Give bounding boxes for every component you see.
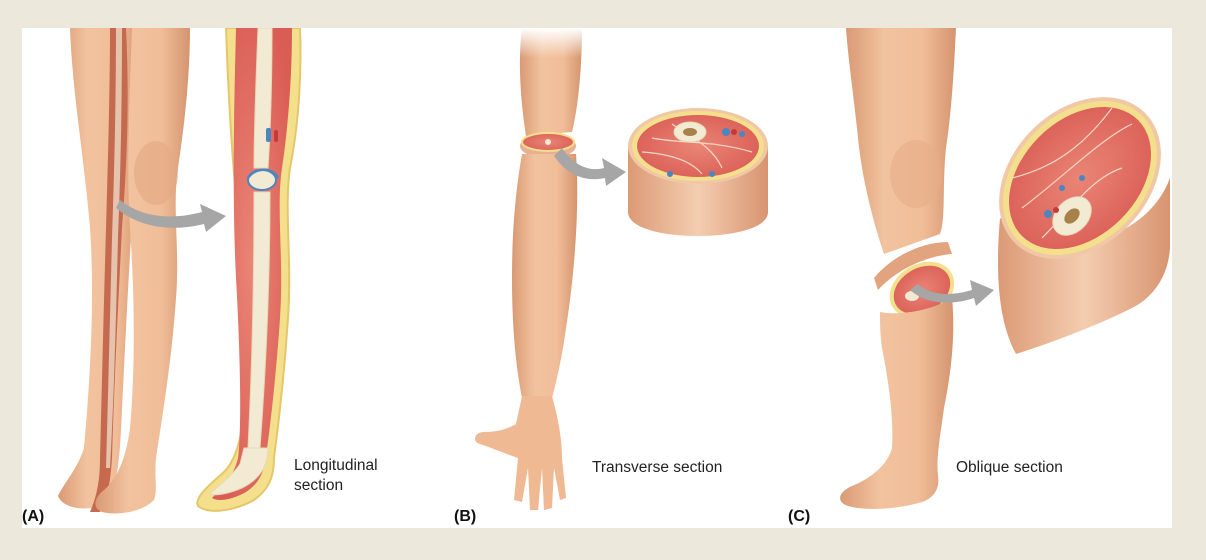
panel-c-artwork xyxy=(840,28,1170,509)
panel-a-caption: Longitudinal section xyxy=(294,456,378,496)
vessel-c3 xyxy=(1059,185,1065,191)
blue-vessel-a xyxy=(266,128,271,142)
arrow-b xyxy=(554,148,626,186)
vessel-b5 xyxy=(709,171,715,177)
arm-slice-bone xyxy=(545,139,551,145)
femur-bone xyxy=(253,28,273,169)
panel-b-letter: (B) xyxy=(454,508,477,525)
thigh xyxy=(846,28,956,254)
knee-c xyxy=(890,140,942,208)
hand xyxy=(475,396,566,510)
panel-c-letter: (C) xyxy=(788,508,811,525)
marrow-c xyxy=(1064,208,1080,224)
panel-a-caption-line2: section xyxy=(294,477,344,494)
upper-arm-fade xyxy=(512,28,592,58)
forearm xyxy=(512,154,578,398)
panel-a-letter: (A) xyxy=(22,508,45,525)
panel-a-artwork xyxy=(58,28,302,514)
sectioned-leg-muscle xyxy=(212,28,292,500)
vessel-c2 xyxy=(1053,207,1059,213)
panel-c-caption: Oblique section xyxy=(956,459,1063,476)
vessel-c1 xyxy=(1044,210,1052,218)
oblique-block-side xyxy=(997,178,1170,354)
vessel-b1 xyxy=(722,128,730,136)
left-leg-cut-bone xyxy=(106,28,122,468)
figure-artwork xyxy=(58,28,1170,514)
lower-leg xyxy=(840,298,954,509)
muscle-septa-c xyxy=(1011,107,1133,239)
vessel-b3 xyxy=(739,131,745,137)
vessel-c4 xyxy=(1079,175,1085,181)
anatomical-sections-figure: Longitudinal section Transverse section … xyxy=(22,28,1172,528)
knee-vessel xyxy=(246,168,280,179)
vessel-b4 xyxy=(667,171,673,177)
marrow-b xyxy=(683,128,697,136)
panel-b-caption: Transverse section xyxy=(592,459,723,476)
panel-a-caption-line1: Longitudinal xyxy=(294,457,378,474)
arrow-c xyxy=(910,280,994,306)
red-vessel-a xyxy=(274,130,278,142)
oblique-slice-side xyxy=(874,242,952,290)
foot-bones xyxy=(209,447,269,496)
vessel-b2 xyxy=(731,129,737,135)
panel-b-artwork xyxy=(475,28,768,510)
arrow-a xyxy=(116,200,226,232)
knee-shading xyxy=(134,141,178,205)
